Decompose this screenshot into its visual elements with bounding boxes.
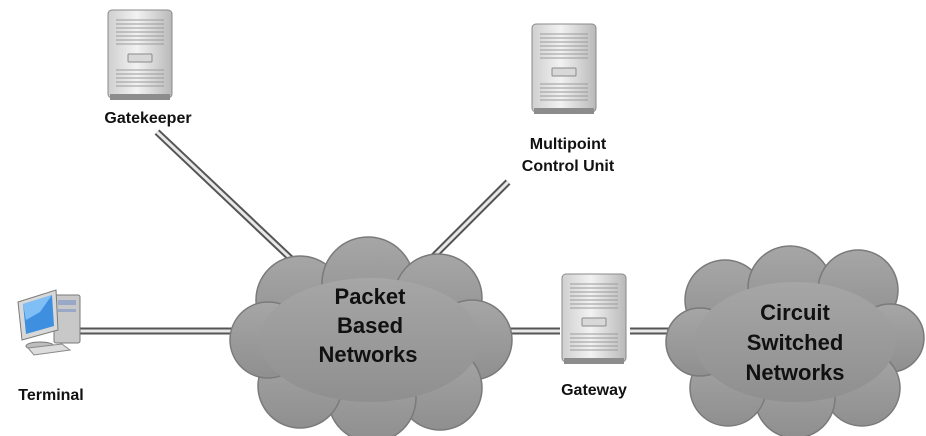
circuit-network-cloud: Circuit Switched Networks [665, 245, 925, 436]
circuit-cloud-line3: Networks [745, 360, 844, 385]
link-gatekeeper-packet [154, 129, 308, 275]
packet-cloud-line1: Packet [335, 284, 407, 309]
gatekeeper-server-icon [107, 9, 173, 101]
terminal-label: Terminal [18, 387, 84, 404]
terminal-computer-icon [17, 289, 81, 356]
circuit-cloud-line2: Switched [747, 330, 844, 355]
gateway-server-icon [561, 273, 627, 365]
mcu-server-icon [531, 23, 597, 115]
gatekeeper-label: Gatekeeper [104, 110, 191, 127]
packet-cloud-line3: Networks [318, 342, 417, 367]
circuit-cloud-line1: Circuit [760, 300, 830, 325]
gateway-label: Gateway [561, 382, 627, 399]
packet-network-cloud: Packet Based Networks [229, 236, 513, 436]
mcu-label-line1: Multipoint [530, 136, 607, 153]
link-mcu-packet [425, 179, 511, 265]
mcu-label-line2: Control Unit [522, 158, 615, 175]
packet-cloud-line2: Based [337, 313, 403, 338]
